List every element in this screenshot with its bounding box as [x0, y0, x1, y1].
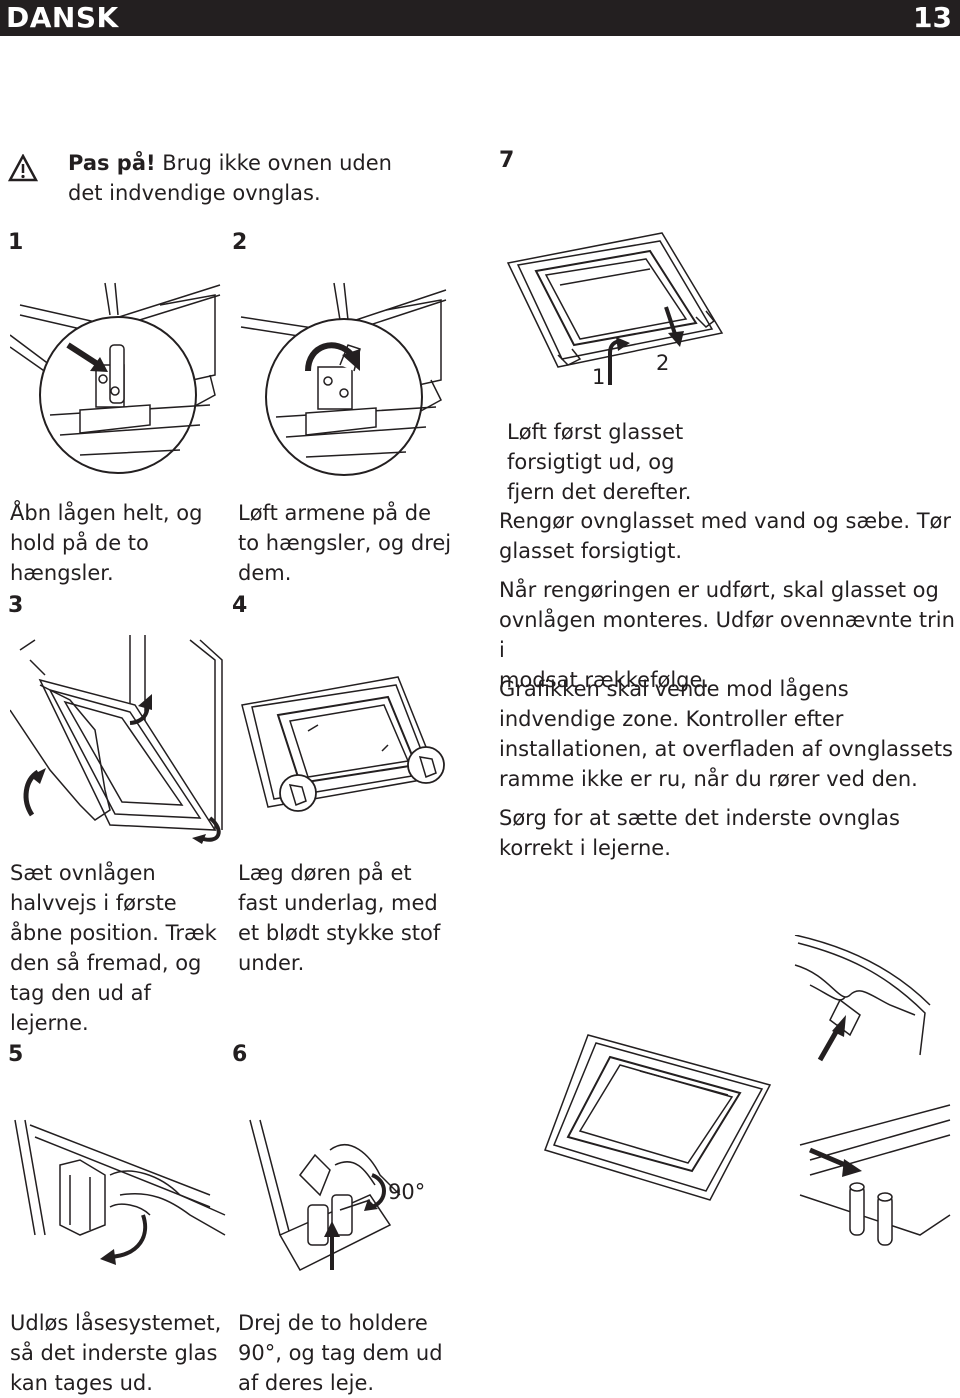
paragraph-line: Rengør ovnglasset med vand og sæbe. Tør	[499, 509, 952, 533]
step-3-number: 3	[8, 593, 24, 618]
figure-step-4	[238, 665, 450, 825]
figure-step-1	[10, 275, 225, 485]
step-3-line: den så fremad, og	[10, 951, 202, 975]
page-number: 13	[913, 1, 952, 34]
warning-triangle-icon	[8, 154, 38, 182]
step-7-intro-line: Løft først glasset	[507, 420, 684, 444]
paragraph-line: ovnlågen monteres. Udfør ovennævnte trin…	[499, 608, 955, 662]
step-2-line: Løft armene på de	[238, 501, 432, 525]
step-3-line: lejerne.	[10, 1011, 89, 1035]
step-4-line: Læg døren på et	[238, 861, 412, 885]
paragraph-line: indvendige zone. Kontroller efter	[499, 707, 844, 731]
step-3-line: tag den ud af	[10, 981, 151, 1005]
step-5-line: så det inderste glas	[10, 1341, 218, 1365]
step-4-line: et blødt stykke stof	[238, 921, 441, 945]
step-1-line: hængsler.	[10, 561, 114, 585]
step-3-line: Sæt ovnlågen	[10, 861, 156, 885]
step-5-line: kan tages ud.	[10, 1371, 153, 1395]
figure-step-7	[500, 225, 730, 395]
step-1-text: Åbn lågen helt, og hold på de to hængsle…	[10, 498, 202, 588]
step-6-line: 90°, og tag dem ud	[238, 1341, 443, 1365]
step-3-text: Sæt ovnlågen halvvejs i første åbne posi…	[10, 858, 217, 1038]
step-2-text: Løft armene på de to hængsler, og drej d…	[238, 498, 451, 588]
step-2-line: dem.	[238, 561, 292, 585]
step-6-line: Drej de to holdere	[238, 1311, 428, 1335]
warning-line2: det indvendige ovnglas.	[68, 181, 321, 205]
paragraph-line: Grafikken skal vende mod lågens	[499, 677, 849, 701]
step-6-line: af deres leje.	[238, 1371, 375, 1395]
header-bar	[0, 0, 960, 36]
language-label: DANSK	[6, 1, 119, 34]
step-3-line: halvvejs i første	[10, 891, 177, 915]
step-1-line: hold på de to	[10, 531, 149, 555]
step-5-text: Udløs låsesystemet, så det inderste glas…	[10, 1308, 221, 1398]
step-6-number: 6	[232, 1042, 248, 1067]
step-7-intro-line: fjern det derefter.	[507, 480, 692, 504]
step-7-number: 7	[499, 148, 515, 173]
paragraph-reassembly: Når rengøringen er udført, skal glasset …	[499, 575, 960, 695]
paragraph-line: korrekt i lejerne.	[499, 836, 671, 860]
warning-bold: Pas på!	[68, 151, 156, 175]
paragraph-line: modsat rækkefølge.	[499, 668, 710, 692]
figure-step-6	[240, 1115, 450, 1275]
step-6-text: Drej de to holdere 90°, og tag dem ud af…	[238, 1308, 443, 1398]
figure-7-label-2: 2	[656, 351, 670, 375]
paragraph-graphics: Grafikken skal vende mod lågens indvendi…	[499, 674, 953, 794]
figure-glass-insertion	[540, 935, 955, 1270]
step-4-line: under.	[238, 951, 305, 975]
step-1-number: 1	[8, 230, 24, 255]
paragraph-line: Når rengøringen er udført, skal glasset …	[499, 578, 939, 602]
step-4-line: fast underlag, med	[238, 891, 438, 915]
paragraph-line: ramme ikke er ru, når du rører ved den.	[499, 767, 918, 791]
step-7-intro: Løft først glasset forsigtigt ud, og fje…	[507, 417, 691, 507]
step-2-line: to hængsler, og drej	[238, 531, 452, 555]
figure-step-2	[236, 275, 451, 485]
paragraph-line: glasset forsigtigt.	[499, 539, 683, 563]
paragraph-cleaning: Rengør ovnglasset med vand og sæbe. Tør …	[499, 506, 951, 566]
figure-step-3	[10, 630, 232, 844]
step-3-line: åbne position. Træk	[10, 921, 217, 945]
paragraph-line: installationen, at overfladen af ovnglas…	[499, 737, 954, 761]
figure-step-5	[10, 1115, 230, 1265]
warning-text: Pas på! Brug ikke ovnen uden det indvend…	[68, 148, 392, 208]
step-5-number: 5	[8, 1042, 24, 1067]
step-4-number: 4	[232, 593, 248, 618]
figure-7-label-1: 1	[592, 365, 606, 389]
step-2-number: 2	[232, 230, 248, 255]
paragraph-inner-glass: Sørg for at sætte det inderste ovnglas k…	[499, 803, 900, 863]
angle-label: 90°	[388, 1180, 426, 1204]
step-5-line: Udløs låsesystemet,	[10, 1311, 222, 1335]
warning-line1: Brug ikke ovnen uden	[155, 151, 392, 175]
step-4-text: Læg døren på et fast underlag, med et bl…	[238, 858, 440, 978]
step-7-intro-line: forsigtigt ud, og	[507, 450, 675, 474]
paragraph-line: Sørg for at sætte det inderste ovnglas	[499, 806, 900, 830]
step-1-line: Åbn lågen helt, og	[10, 501, 203, 525]
